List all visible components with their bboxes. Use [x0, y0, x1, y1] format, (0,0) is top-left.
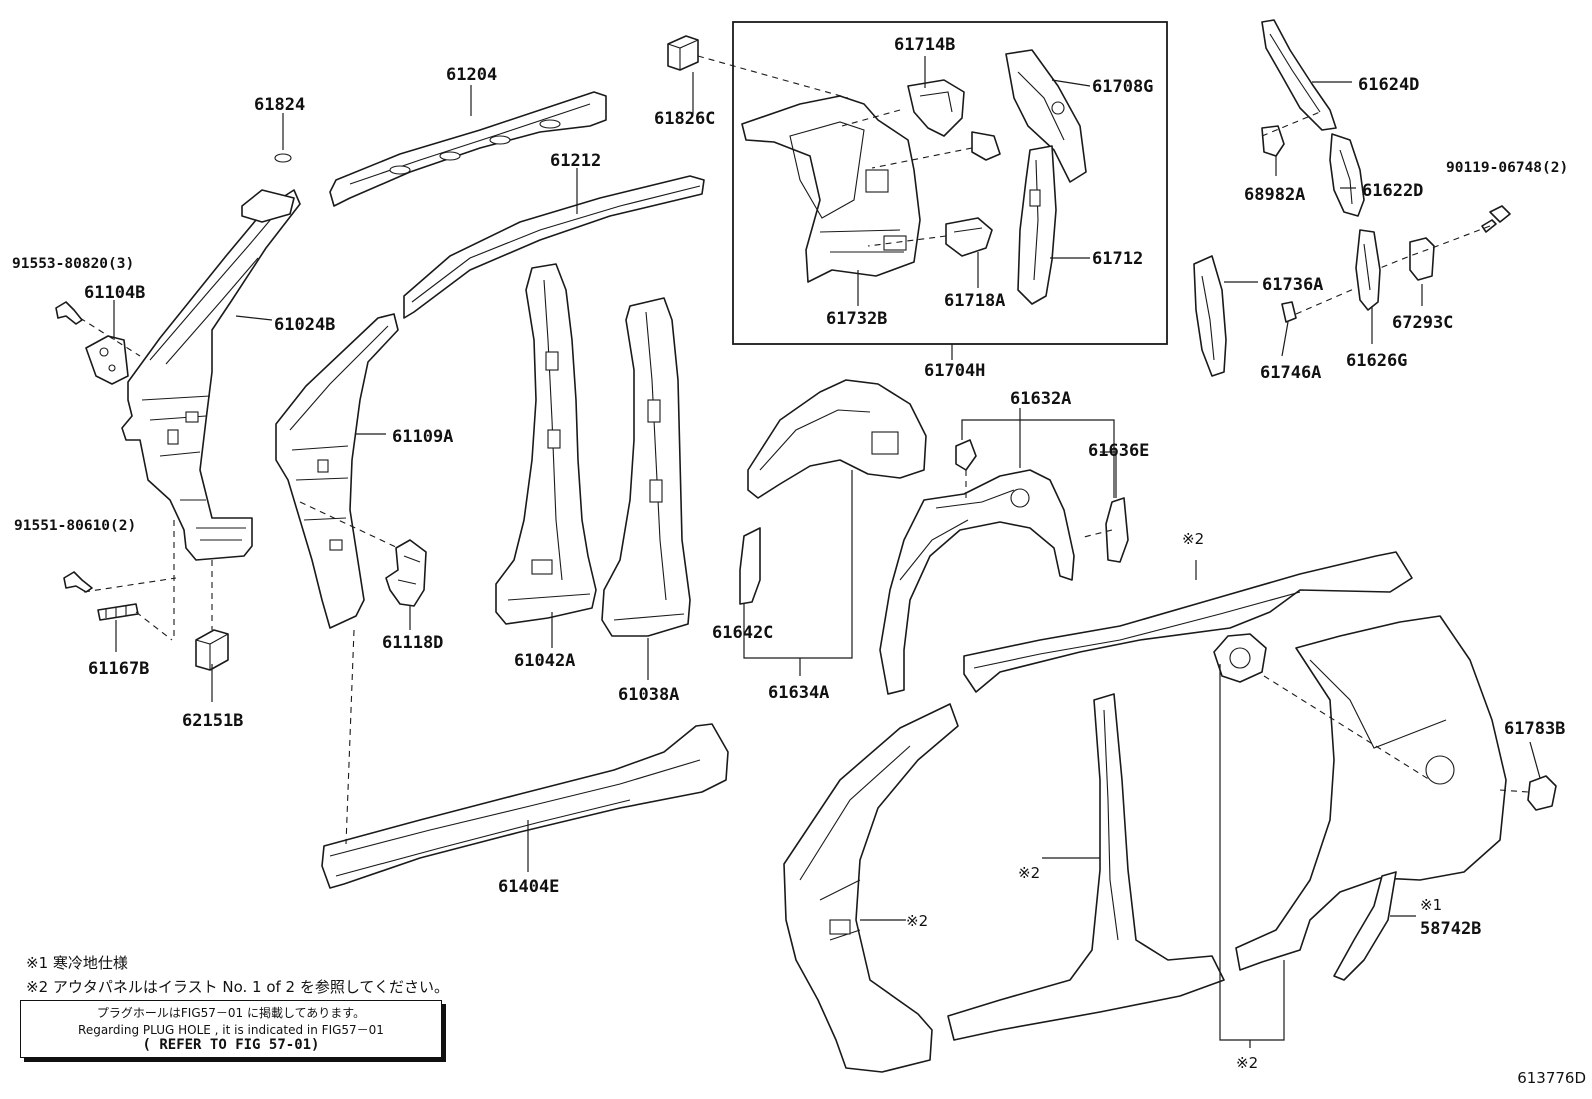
label-61783b[interactable]: 61783B — [1504, 719, 1565, 739]
label-61826c[interactable]: 61826C — [654, 109, 715, 129]
part-61622d[interactable] — [1329, 133, 1365, 217]
label-90119[interactable]: 90119-06748(2) — [1446, 160, 1568, 176]
label-61712[interactable]: 61712 — [1092, 249, 1143, 269]
part-61404e[interactable] — [321, 723, 729, 889]
part-61109a[interactable] — [275, 313, 399, 629]
part-outer-center-pillar[interactable] — [947, 693, 1225, 1041]
label-61708g[interactable]: 61708G — [1092, 77, 1153, 97]
part-62151b[interactable] — [195, 629, 229, 671]
part-labels: 61824 61204 61212 61826C 61714B 61708G 6… — [12, 35, 1568, 939]
subassembly-box-61704h — [732, 21, 1168, 345]
part-58742b[interactable] — [1333, 871, 1397, 981]
part-61708g[interactable] — [1005, 49, 1087, 183]
part-outer-roof-rail[interactable] — [963, 551, 1413, 693]
plug-line-1: プラグホールはFIG57－01 に掲載してあります。 — [96, 1006, 366, 1020]
label-91553[interactable]: 91553-80820(3) — [12, 256, 134, 272]
plug-line-2: Regarding PLUG HOLE , it is indicated in… — [78, 1023, 384, 1037]
label-61024b[interactable]: 61024B — [274, 315, 335, 335]
label-62151b[interactable]: 62151B — [182, 711, 243, 731]
part-61167b[interactable] — [97, 603, 139, 621]
dashed-lines — [79, 55, 1529, 845]
label-61167b[interactable]: 61167B — [88, 659, 149, 679]
label-61634a[interactable]: 61634A — [768, 683, 829, 703]
part-61826c[interactable] — [667, 35, 699, 71]
label-61718a[interactable]: 61718A — [944, 291, 1005, 311]
label-61626g[interactable]: 61626G — [1346, 351, 1407, 371]
mark-bottom: ※2 — [1236, 1054, 1258, 1072]
label-58742b[interactable]: 58742B — [1420, 919, 1481, 939]
label-61404e[interactable]: 61404E — [498, 877, 559, 897]
part-61712[interactable] — [1017, 145, 1057, 305]
bolt-91551[interactable] — [63, 571, 93, 593]
part-61783b[interactable] — [1527, 775, 1557, 811]
mark-center: ※2 — [1018, 864, 1040, 882]
part-61204[interactable] — [329, 91, 607, 207]
bolt-90119[interactable] — [1481, 205, 1511, 233]
part-61824[interactable] — [241, 153, 295, 223]
part-67293c[interactable] — [1409, 237, 1435, 281]
label-61042a[interactable]: 61042A — [514, 651, 575, 671]
part-61636e[interactable] — [1105, 497, 1129, 563]
plug-hole-reference-box: プラグホールはFIG57－01 に掲載してあります。 Regarding PLU… — [20, 1000, 442, 1058]
label-61212[interactable]: 61212 — [550, 151, 601, 171]
part-61746a[interactable] — [1281, 301, 1297, 323]
label-61104b[interactable]: 61104B — [84, 283, 145, 303]
part-61714b[interactable] — [907, 79, 965, 137]
part-61732b[interactable] — [741, 95, 921, 283]
part-61642c[interactable] — [739, 527, 761, 605]
bolt-91553[interactable] — [55, 301, 83, 325]
label-67293c[interactable]: 67293C — [1392, 313, 1453, 333]
reference-marks: ※2 ※2 ※2 ※1 ※2 — [906, 530, 1442, 1072]
leader-lines — [113, 56, 1541, 1048]
label-91551[interactable]: 91551-80610(2) — [14, 518, 136, 534]
part-61042a[interactable] — [495, 263, 597, 625]
label-61622d[interactable]: 61622D — [1362, 181, 1423, 201]
label-61736a[interactable]: 61736A — [1262, 275, 1323, 295]
mark-front: ※2 — [906, 912, 928, 930]
part-61718a[interactable] — [945, 217, 993, 257]
part-61736a[interactable] — [1193, 255, 1227, 377]
note-1: ※1 寒冷地仕様 — [26, 954, 128, 972]
figure-id: 613776D — [1517, 1069, 1586, 1087]
label-61642c[interactable]: 61642C — [712, 623, 773, 643]
part-outer-front-pillar[interactable] — [783, 703, 959, 1073]
label-61109a[interactable]: 61109A — [392, 427, 453, 447]
part-61212[interactable] — [403, 175, 705, 319]
part-outer-quarter-panel[interactable] — [1213, 615, 1507, 971]
part-61024b[interactable] — [121, 189, 301, 561]
mark-rear: ※1 — [1420, 896, 1442, 914]
label-61204[interactable]: 61204 — [446, 65, 497, 85]
label-68982a[interactable]: 68982A — [1244, 185, 1305, 205]
label-61118d[interactable]: 61118D — [382, 633, 443, 653]
part-61626g[interactable] — [1355, 229, 1381, 311]
label-61704h[interactable]: 61704H — [924, 361, 985, 381]
part-61634a[interactable] — [747, 379, 927, 499]
part-61624d[interactable] — [1261, 19, 1337, 131]
label-61714b[interactable]: 61714B — [894, 35, 955, 55]
label-61038a[interactable]: 61038A — [618, 685, 679, 705]
label-61732b[interactable]: 61732B — [826, 309, 887, 329]
plug-line-3[interactable]: ( REFER TO FIG 57-01) — [142, 1037, 320, 1053]
part-61714b-bracket[interactable] — [971, 131, 1001, 161]
part-68982a[interactable] — [1261, 125, 1285, 157]
label-61624d[interactable]: 61624D — [1358, 75, 1419, 95]
part-61038a[interactable] — [601, 297, 691, 637]
part-61118d[interactable] — [385, 539, 427, 607]
label-61632a[interactable]: 61632A — [1010, 389, 1071, 409]
label-61824[interactable]: 61824 — [254, 95, 305, 115]
note-2: ※2 アウタパネルはイラスト No. 1 of 2 を参照してください。 — [26, 978, 449, 996]
mark-roof: ※2 — [1182, 530, 1204, 548]
part-61104b[interactable] — [85, 335, 129, 385]
part-61632a[interactable] — [879, 439, 1075, 695]
label-61746a[interactable]: 61746A — [1260, 363, 1321, 383]
label-61636e[interactable]: 61636E — [1088, 441, 1149, 461]
